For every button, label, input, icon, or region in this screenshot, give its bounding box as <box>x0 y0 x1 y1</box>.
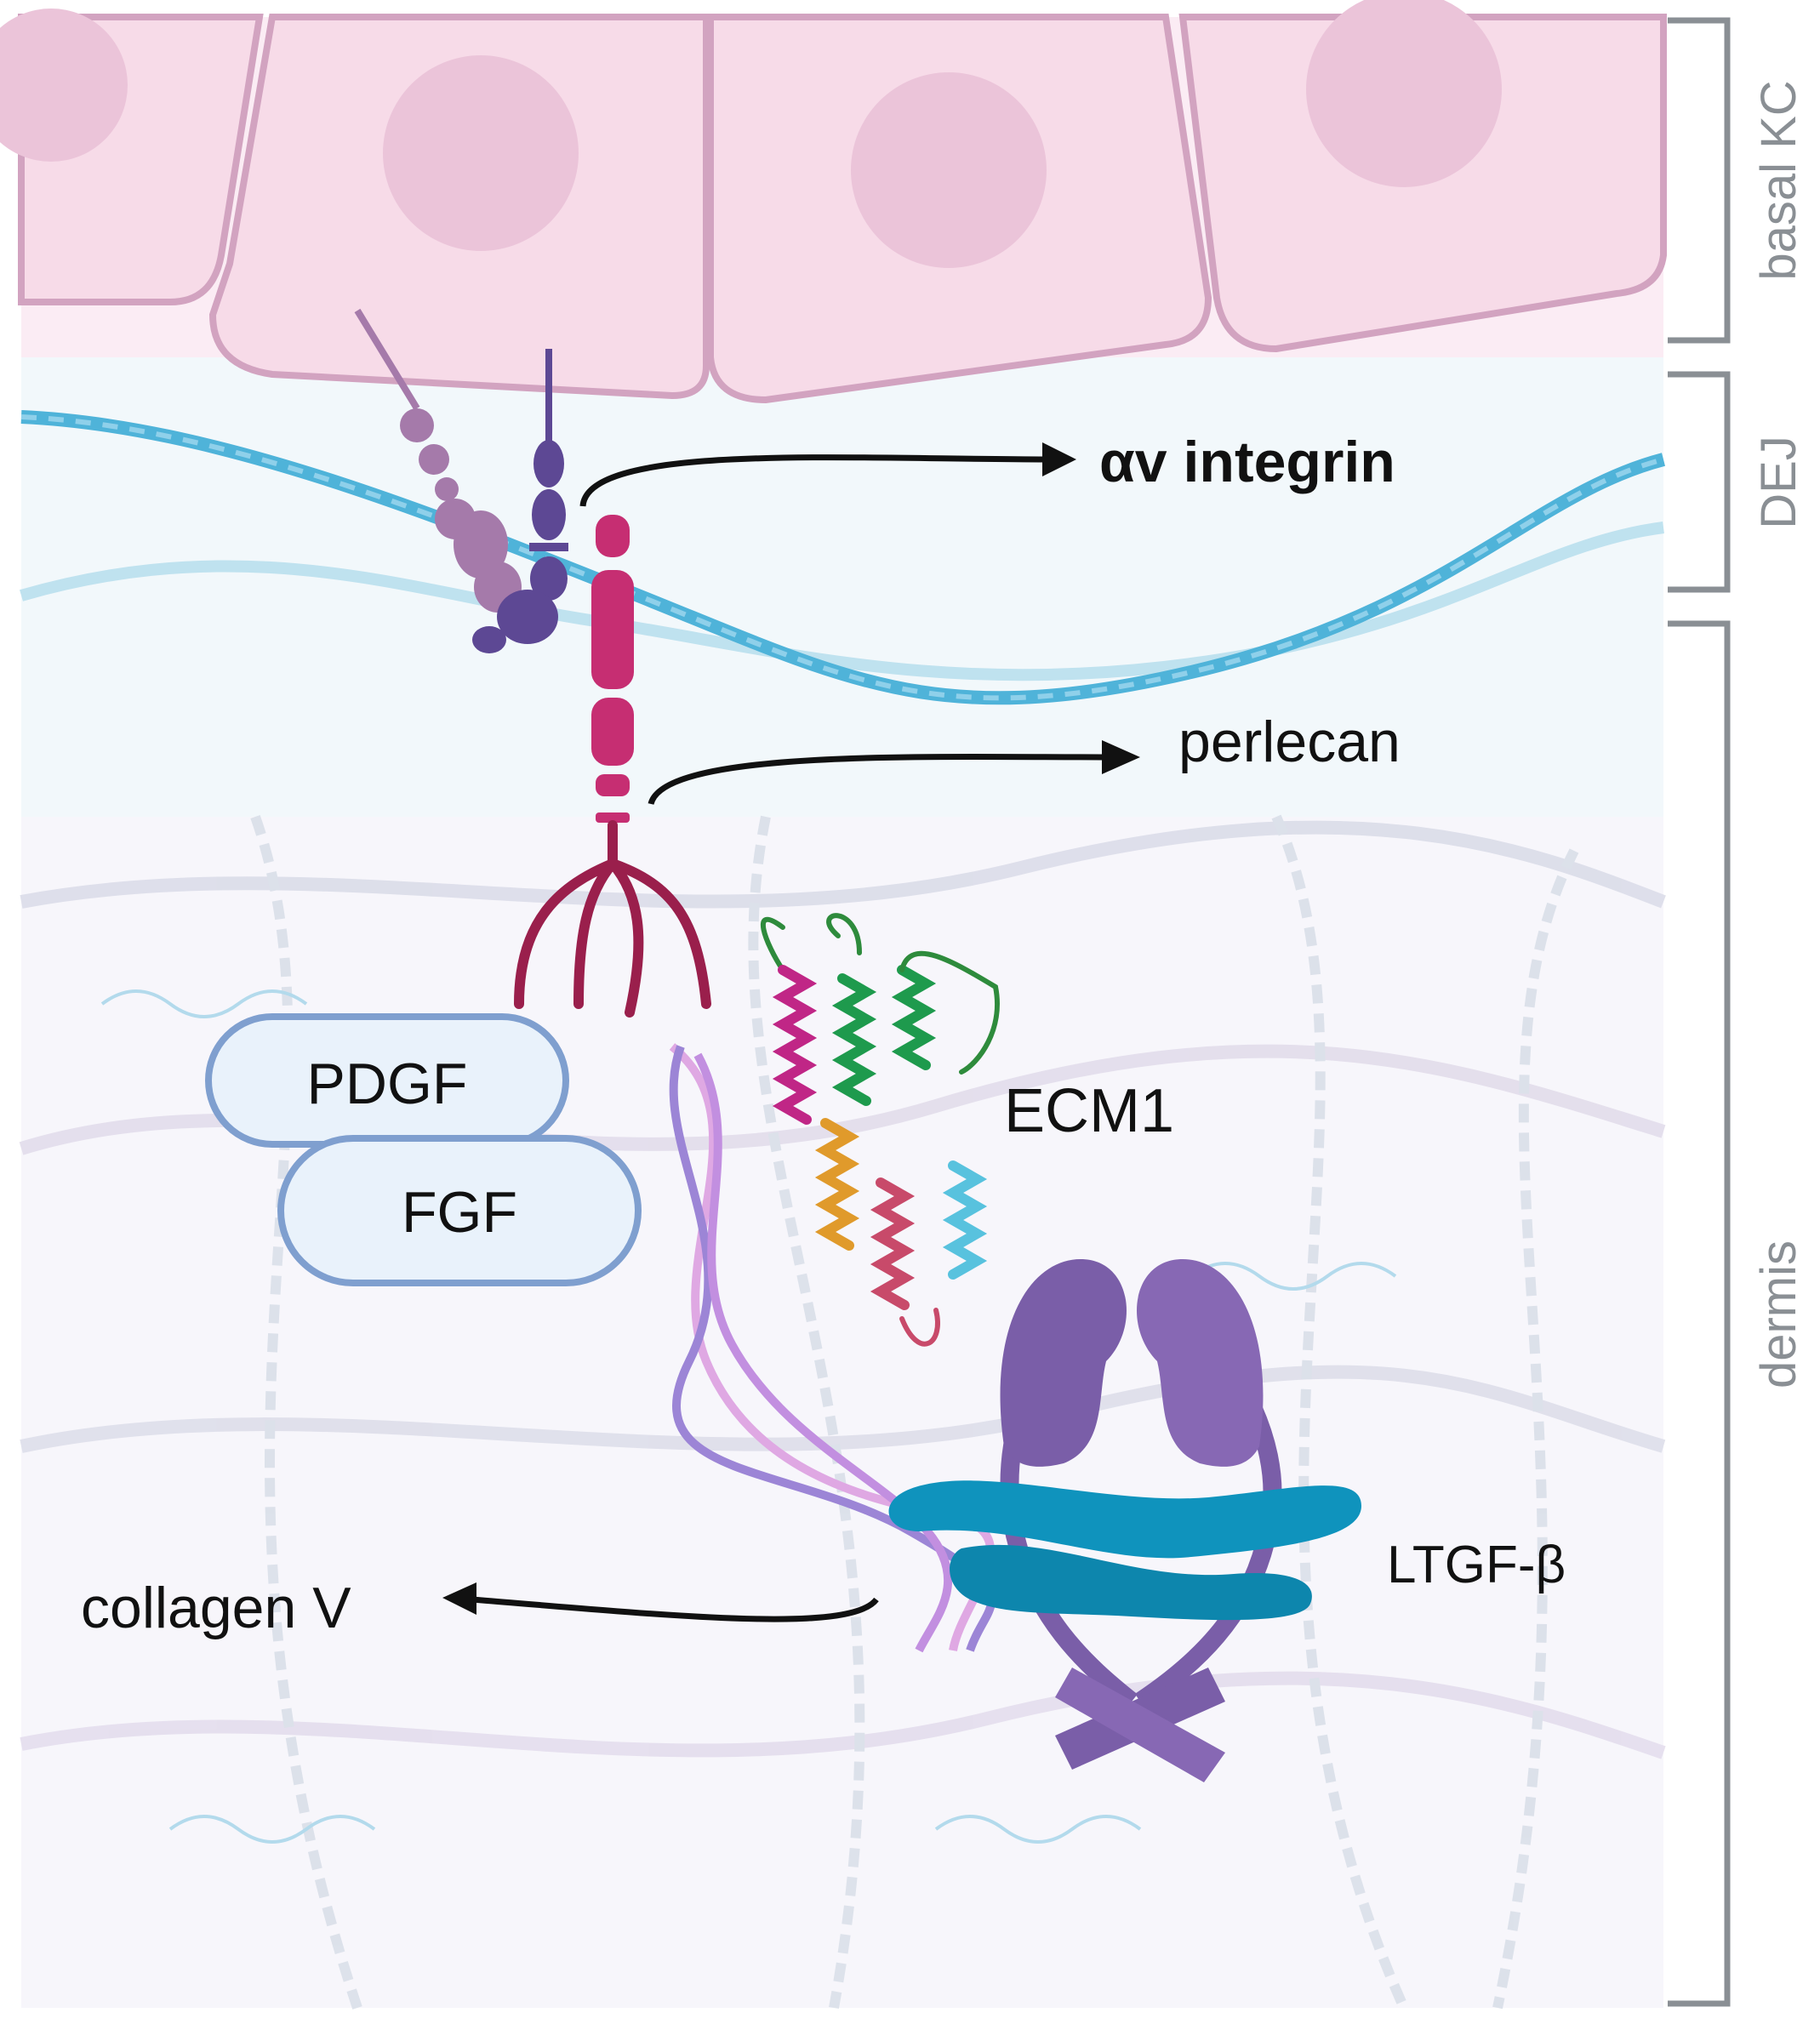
dermis-collagen-fibers <box>19 814 1666 2010</box>
dermis-bracket <box>1668 620 1731 2007</box>
dej-label: DEJ <box>1751 436 1806 529</box>
arrow-to-av-integrin <box>579 454 1047 507</box>
basal-kc-bracket <box>1668 17 1731 344</box>
fgf-label: FGF <box>402 1180 517 1245</box>
basement-membrane-fiber <box>20 410 1666 705</box>
integrin-receptor <box>354 308 568 653</box>
ecm1-protein <box>760 913 1000 1347</box>
ecm1-label: ECM1 <box>1004 1077 1174 1145</box>
basal-keratinocytes <box>0 0 1667 404</box>
cell-nucleus <box>1306 0 1502 187</box>
cell-nucleus <box>383 55 579 251</box>
basal-kc-label: basal KC <box>1751 80 1806 280</box>
growth-factor-pdgf: PDGF <box>205 1013 569 1148</box>
arrowhead-icon <box>1042 442 1076 476</box>
cell-nucleus <box>0 9 128 162</box>
dej-background <box>21 340 1663 817</box>
collagen-v-label: collagen V <box>81 1576 351 1640</box>
perlecan-molecule <box>514 515 711 1018</box>
perlecan-label: perlecan <box>1178 710 1401 774</box>
arrow-heads <box>442 442 1140 1615</box>
arrow-to-perlecan <box>648 753 1107 806</box>
arrowhead-icon <box>442 1582 476 1615</box>
av-integrin-label: αv integrin <box>1099 430 1395 494</box>
ltgf-beta-label: LTGF-β <box>1387 1536 1566 1594</box>
arrowhead-icon <box>1102 740 1140 774</box>
pdgf-label: PDGF <box>307 1052 468 1116</box>
layer-brackets <box>1668 17 1731 2007</box>
arrow-to-collagen-v <box>471 1596 879 1622</box>
growth-factor-fgf: FGF <box>277 1135 642 1286</box>
dermis-label: dermis <box>1751 1240 1806 1388</box>
callout-arrows <box>471 454 1107 1622</box>
dej-bracket <box>1668 371 1731 593</box>
cell-nucleus <box>851 72 1047 268</box>
ltgf-beta-complex <box>888 1259 1361 1782</box>
